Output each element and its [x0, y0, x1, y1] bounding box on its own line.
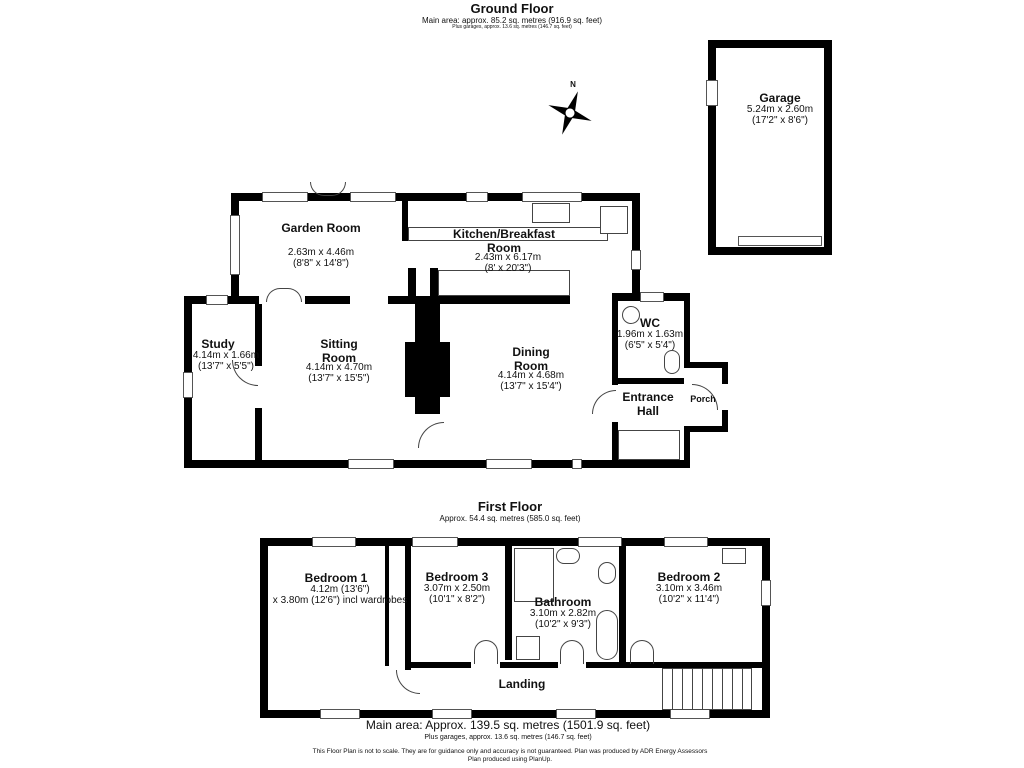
first-floor-title: First Floor	[477, 499, 543, 514]
kitchen-dims-imperial: (8' x 20'3")	[484, 263, 532, 274]
compass-north-label: N	[570, 80, 576, 89]
bedroom2-dims-imperial: (10'2" x 11'4")	[658, 594, 720, 605]
dining-room-label: Dining Room	[512, 345, 550, 373]
total-garages: Plus garages, approx. 13.6 sq. metres (1…	[424, 734, 592, 741]
first-floor-area: Approx. 54.4 sq. metres (585.0 sq. feet)	[439, 514, 581, 523]
kitchen-label: Kitchen/Breakfast Room	[452, 227, 556, 255]
wc-dims-imperial: (6'5" x 5'4")	[624, 340, 676, 351]
bedroom3-dims-imperial: (10'1" x 8'2")	[429, 594, 485, 605]
bedroom3-dims: 3.07m x 2.50m	[423, 583, 491, 594]
bathroom-dims: 3.10m x 2.82m	[529, 608, 597, 619]
bedroom3-label: Bedroom 3	[425, 570, 489, 584]
bathroom-dims-imperial: (10'2" x 9'3")	[535, 619, 591, 630]
bedroom1-dims: 4.12m (13'6")	[310, 584, 370, 595]
kitchen-dims: 2.43m x 6.17m	[474, 252, 542, 263]
sitting-room-label: Sitting Room	[320, 337, 358, 365]
ground-floor-garages: Plus garages, approx. 13.6 sq. metres (1…	[452, 24, 572, 30]
bathroom-label: Bathroom	[534, 595, 592, 609]
bedroom2-dims: 3.10m x 3.46m	[655, 583, 723, 594]
garden-room-dims: 2.63m x 4.46m	[287, 247, 355, 258]
porch-label: Porch	[690, 394, 716, 404]
wc-dims: 1.96m x 1.63m	[616, 329, 684, 340]
ground-floor-title: Ground Floor	[470, 1, 554, 16]
dining-room-dims-imperial: (13'7" x 15'4")	[500, 381, 562, 392]
ground-floor-area: Main area: approx. 85.2 sq. metres (916.…	[421, 16, 603, 25]
garden-room-label: Garden Room	[281, 221, 361, 235]
compass-icon	[545, 88, 595, 138]
bedroom1-dims-extra: x 3.80m (12'6") incl wardrobes	[272, 595, 408, 606]
garage-label: Garage	[759, 91, 801, 105]
study-dims: 4.14m x 1.66m	[192, 350, 260, 361]
sitting-room-dims: 4.14m x 4.70m	[305, 362, 373, 373]
bedroom1-label: Bedroom 1	[304, 571, 368, 585]
entrance-hall-label: Entrance Hall	[622, 390, 674, 418]
dining-room-dims: 4.14m x 4.68m	[497, 370, 565, 381]
landing-label: Landing	[498, 677, 546, 691]
garage-dims: 5.24m x 2.60m	[746, 104, 814, 115]
bedroom2-label: Bedroom 2	[657, 570, 721, 584]
disclaimer-line1: This Floor Plan is not to scale. They ar…	[312, 748, 708, 755]
garage-dims-imperial: (17'2" x 8'6")	[752, 115, 808, 126]
disclaimer-line2: Plan produced using PlanUp.	[467, 756, 553, 763]
wc-label: WC	[640, 316, 660, 330]
study-label: Study	[201, 337, 235, 351]
sitting-room-dims-imperial: (13'7" x 15'5")	[308, 373, 370, 384]
total-area: Main area: Approx. 139.5 sq. metres (150…	[365, 718, 651, 732]
study-dims-imperial: (13'7" x 5'5")	[198, 361, 254, 372]
garden-room-dims-imperial: (8'8" x 14'8")	[293, 258, 349, 269]
